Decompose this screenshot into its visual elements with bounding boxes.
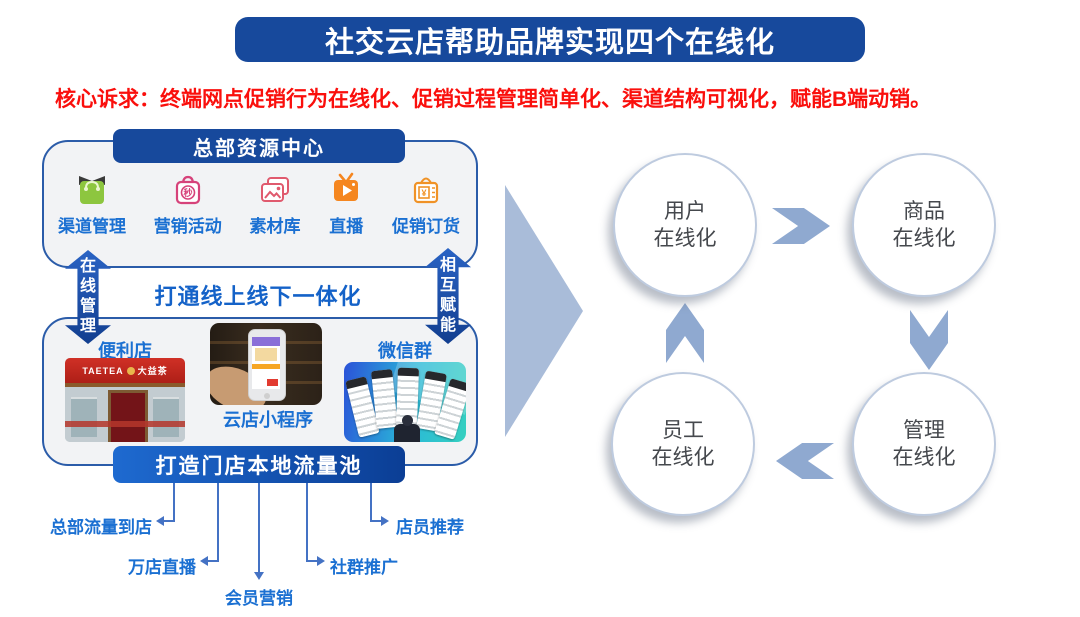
store-caption: 便利店 <box>98 341 152 361</box>
store-window <box>71 397 97 437</box>
wechat-groups-photo <box>344 362 466 442</box>
live-tv-icon <box>328 170 364 208</box>
chevron-up-icon <box>666 303 704 363</box>
phone-screen <box>252 337 280 389</box>
arrow-right-icon <box>381 516 389 526</box>
store-sign-cn: 大益茶 <box>137 366 168 376</box>
store-sign-en: TAETEA <box>82 365 124 376</box>
traffic-line <box>306 483 308 561</box>
traffic-label: 社群推广 <box>330 558 398 577</box>
store-sign: TAETEA 大益茶 <box>65 358 185 383</box>
resource-item-order: ¥ 促销订货 <box>392 170 460 237</box>
cycle-node-label: 商品 <box>903 200 945 223</box>
chevron-right-icon <box>772 208 830 244</box>
wechat-caption: 微信群 <box>378 341 432 361</box>
arrow-down-icon <box>254 572 264 580</box>
subtitle: 核心诉求：终端网点促销行为在线化、促销过程管理简单化、渠道结构可视化，赋能B端动… <box>55 88 932 111</box>
traffic-line <box>370 483 372 521</box>
cycle-node-label: 员工 <box>662 419 704 442</box>
chevron-down-icon <box>910 310 948 370</box>
resource-item-marketing: 秒 营销活动 <box>154 170 222 237</box>
cycle-node-label: 在线化 <box>653 227 717 250</box>
brand-logo-icon <box>126 366 135 375</box>
cycle-node-user: 用户 在线化 <box>613 153 757 297</box>
cycle-node-management: 管理 在线化 <box>852 372 996 516</box>
store-door <box>108 390 148 442</box>
miniprogram-caption: 云店小程序 <box>223 410 313 430</box>
resource-item-live: 直播 <box>328 170 364 237</box>
photo-gallery-icon <box>257 170 293 208</box>
cycle-node-label: 用户 <box>664 200 706 223</box>
green-shopping-bag-icon <box>74 170 110 208</box>
resource-label: 促销订货 <box>392 217 460 236</box>
home-button-icon <box>264 393 270 399</box>
traffic-label: 店员推荐 <box>396 518 464 537</box>
arrow-right-icon <box>317 556 325 566</box>
cycle-node-label: 在线化 <box>892 227 956 250</box>
traffic-line <box>306 560 318 562</box>
person-head <box>402 415 413 426</box>
resource-label: 渠道管理 <box>58 217 126 236</box>
resource-label: 营销活动 <box>153 217 222 236</box>
storefront-photo: TAETEA 大益茶 <box>65 358 185 442</box>
svg-text:¥: ¥ <box>421 188 426 198</box>
traffic-line <box>217 483 219 561</box>
cycle-node-label: 在线化 <box>651 446 715 469</box>
cycle-node-label: 在线化 <box>892 446 956 469</box>
traffic-line <box>173 483 175 521</box>
order-money-bag-icon: ¥ <box>408 170 444 208</box>
arrow-left-icon <box>200 556 208 566</box>
resource-label: 素材库 <box>249 217 301 236</box>
store-lintel <box>65 383 185 387</box>
miniprogram-photo <box>210 323 322 405</box>
funnel-triangle-icon <box>505 185 583 437</box>
mutual-enable-label: 相互赋能 <box>439 257 456 334</box>
svg-text:秒: 秒 <box>183 187 192 198</box>
online-manage-label: 在线管理 <box>79 258 96 335</box>
phone <box>248 329 286 401</box>
hq-banner: 总部资源中心 <box>113 129 405 163</box>
resource-item-channel: 渠道管理 <box>58 170 126 237</box>
resource-label: 直播 <box>329 217 364 236</box>
arrow-left-icon <box>156 516 164 526</box>
cycle-node-staff: 员工 在线化 <box>611 372 755 516</box>
traffic-line <box>163 520 175 522</box>
local-traffic-banner: 打造门店本地流量池 <box>113 446 405 483</box>
traffic-line <box>258 483 260 573</box>
resource-row: 渠道管理 秒 营销活动 素材库 <box>58 170 460 237</box>
store-window <box>153 397 179 437</box>
cycle-node-goods: 商品 在线化 <box>852 153 996 297</box>
traffic-line <box>207 560 219 562</box>
traffic-line <box>370 520 382 522</box>
person-silhouette <box>394 424 420 442</box>
seckill-bag-icon: 秒 <box>170 170 206 208</box>
chevron-left-icon <box>776 443 834 479</box>
traffic-label: 会员营销 <box>225 589 293 608</box>
cycle-node-label: 管理 <box>903 419 945 442</box>
traffic-label: 总部流量到店 <box>50 518 152 537</box>
page-title: 社交云店帮助品牌实现四个在线化 <box>235 17 865 62</box>
store-body <box>65 387 185 442</box>
store-banner-strip <box>65 421 185 427</box>
resource-item-assets: 素材库 <box>250 170 301 237</box>
integration-bar: 打通线上线下一体化 <box>154 284 362 309</box>
traffic-label: 万店直播 <box>128 558 196 577</box>
